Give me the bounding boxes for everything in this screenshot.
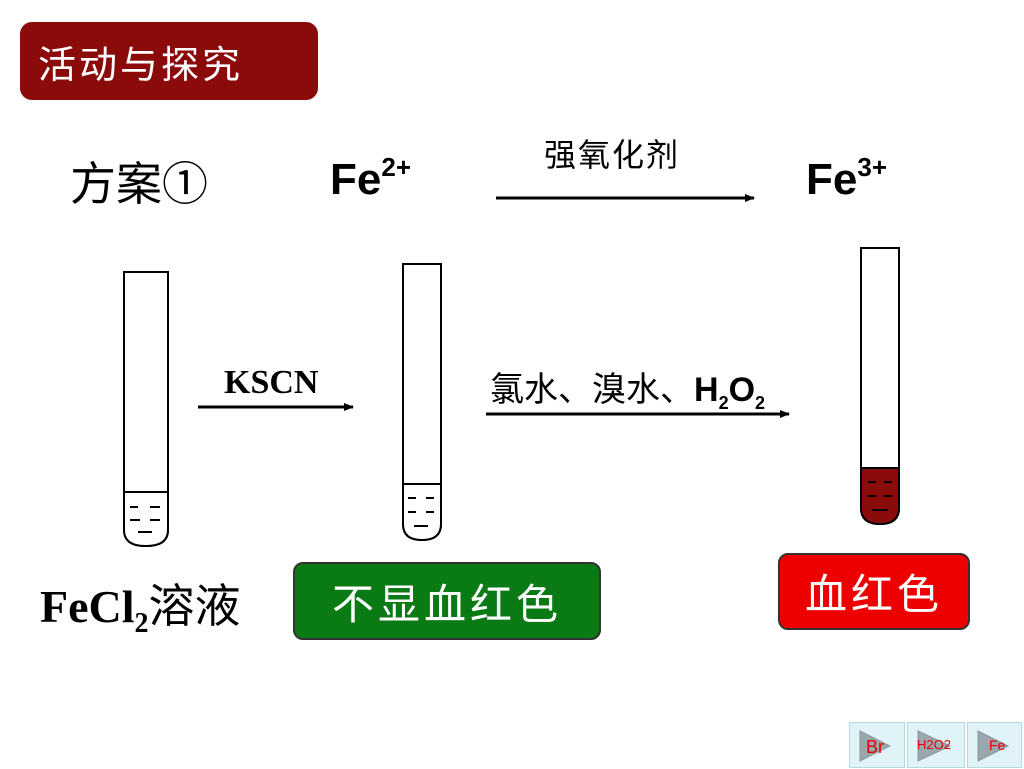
fe3-ion-label: Fe3+ bbox=[806, 152, 887, 205]
reagents-h: H bbox=[694, 371, 719, 409]
no-red-result-box: 不显血红色 bbox=[293, 562, 601, 640]
kscn-label: KSCN bbox=[224, 364, 319, 401]
fe3-charge: 3+ bbox=[857, 152, 888, 182]
nav-button-fe[interactable]: Fe bbox=[967, 722, 1022, 768]
test-tube-kscn bbox=[402, 263, 442, 542]
reagents-label: 氯水、溴水、H2O2 bbox=[490, 362, 765, 414]
fecl2-solution-label: FeCl2溶液 bbox=[40, 570, 241, 640]
tube3-red-liquid bbox=[860, 467, 900, 526]
play-arrow-icon bbox=[977, 730, 1010, 762]
red-result-box: 血红色 bbox=[778, 553, 970, 630]
play-arrow-icon bbox=[859, 730, 892, 762]
red-result-text: 血红色 bbox=[804, 570, 943, 619]
slide-title: 活动与探究 bbox=[20, 22, 318, 100]
fecl2-subscript: 2 bbox=[134, 608, 149, 640]
play-arrow-icon bbox=[917, 730, 952, 762]
plan-label: 方案① bbox=[70, 157, 208, 211]
fecl2-suffix: 溶液 bbox=[148, 579, 241, 633]
fe2-symbol: Fe bbox=[330, 155, 382, 204]
oxidant-label: 强氧化剂 bbox=[544, 136, 681, 174]
reagents-prefix: 氯水、溴水、 bbox=[490, 370, 694, 410]
nav-button-br[interactable]: Br bbox=[849, 722, 905, 768]
fe2-charge: 2+ bbox=[381, 152, 412, 182]
reagents-o: O bbox=[728, 371, 756, 409]
tube1-liquid bbox=[123, 491, 169, 548]
no-red-result-text: 不显血红色 bbox=[331, 579, 562, 629]
fe2-ion-label: Fe2+ bbox=[330, 152, 411, 205]
nav-fe-label: Fe bbox=[989, 737, 1006, 753]
reagents-h-sub: 2 bbox=[718, 392, 729, 413]
slide-title-text: 活动与探究 bbox=[38, 42, 244, 87]
nav-button-h2o2[interactable]: H2O2 bbox=[907, 722, 965, 768]
reagents-o-sub: 2 bbox=[755, 392, 766, 413]
fecl2-formula: FeCl bbox=[40, 581, 135, 632]
test-tube-red bbox=[860, 247, 900, 526]
fe3-symbol: Fe bbox=[806, 155, 858, 204]
nav-br-label: Br bbox=[866, 737, 884, 757]
test-tube-fecl2 bbox=[123, 271, 169, 548]
nav-h2o2-label: H2O2 bbox=[917, 737, 951, 752]
